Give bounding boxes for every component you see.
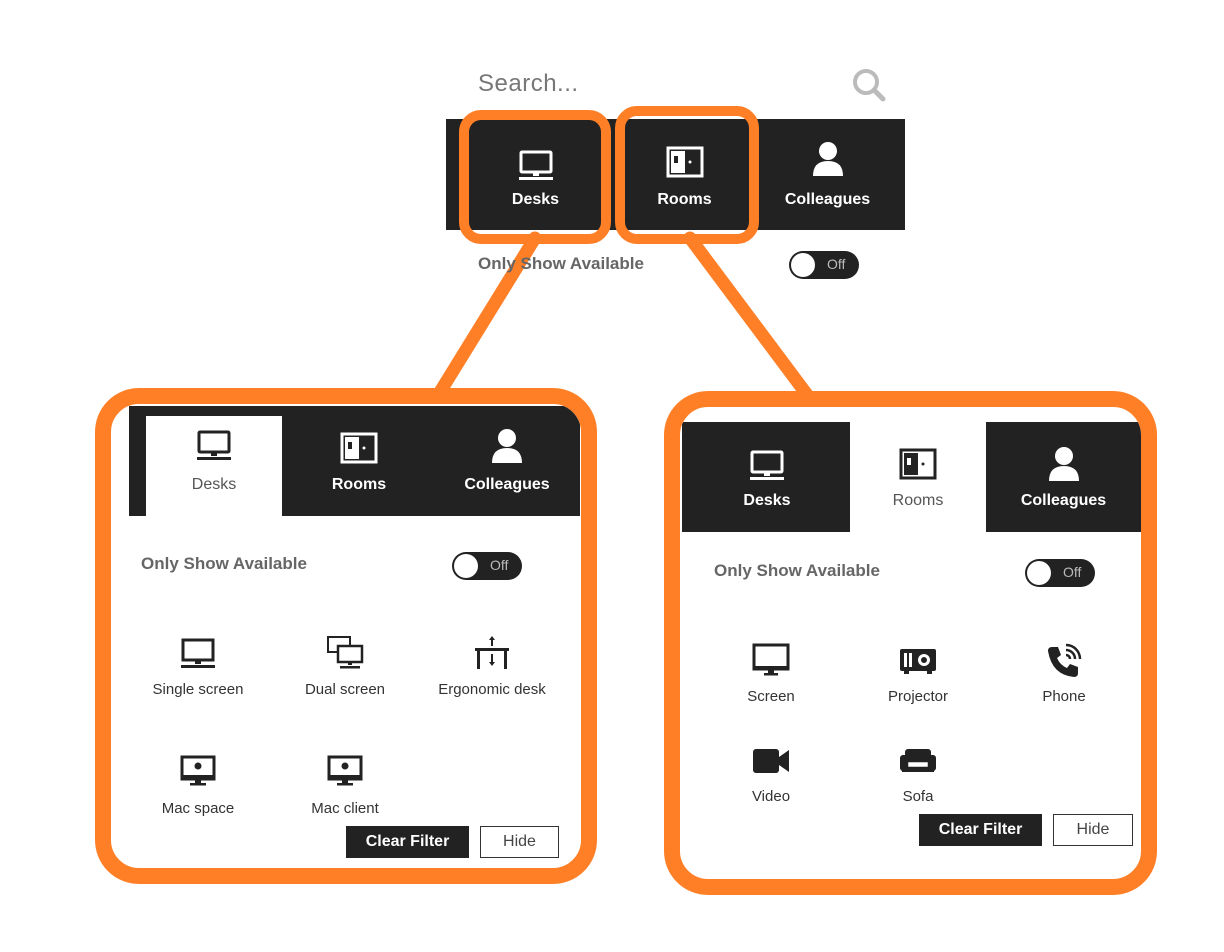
rooms-panel-tab-colleagues[interactable]: Colleagues (986, 422, 1141, 532)
amenity-mac-space[interactable]: Mac space (125, 753, 271, 818)
desks-hide-button[interactable]: Hide (480, 826, 559, 858)
door-icon (340, 432, 378, 464)
only-show-available-label: Only Show Available (478, 254, 644, 273)
rooms-clear-filter-button[interactable]: Clear Filter (919, 814, 1042, 846)
highlight-rooms-tab (615, 106, 759, 244)
rooms-hide-button[interactable]: Hide (1053, 814, 1133, 846)
amenity-sofa[interactable]: Sofa (845, 741, 991, 806)
desks-panel-tab-desks-label: Desks (191, 476, 237, 493)
desks-clear-filter-button[interactable]: Clear Filter (346, 826, 469, 858)
imac-icon (180, 755, 216, 786)
amenity-projector[interactable]: Projector (845, 641, 991, 706)
highlight-desks-tab (459, 110, 611, 244)
amenity-label: Ergonomic desk (438, 681, 546, 698)
amenity-label: Mac space (161, 800, 235, 817)
desks-panel-tab-rooms-label: Rooms (331, 476, 387, 493)
amenity-label: Projector (887, 688, 949, 705)
search-icon[interactable] (852, 68, 886, 102)
amenity-video[interactable]: Video (698, 741, 844, 806)
toggle-state: Off (1063, 564, 1082, 580)
tab-rooms[interactable]: Rooms (626, 128, 743, 221)
imac-icon (327, 755, 363, 786)
monitor-icon (752, 643, 790, 676)
tab-rooms-label: Rooms (657, 191, 712, 208)
person-icon (492, 429, 522, 463)
toggle-state: Off (490, 557, 509, 573)
rooms-only-show-available-toggle[interactable]: Off (1025, 559, 1095, 587)
tab-colleagues[interactable]: Colleagues (769, 128, 886, 221)
person-icon (1048, 447, 1079, 481)
amenity-ergonomic-desk[interactable]: Ergonomic desk (419, 634, 565, 699)
monitor-icon (750, 450, 784, 480)
rooms-only-show-available-label: Only Show Available (714, 561, 880, 580)
amenity-label: Mac client (311, 800, 379, 817)
desks-only-show-available-toggle[interactable]: Off (452, 552, 522, 580)
toggle-state: Off (827, 256, 846, 272)
rooms-panel-tab-rooms-label: Rooms (892, 492, 944, 509)
rooms-filter-panel: Desks Rooms Colleagues Only Show Availab… (664, 391, 1157, 895)
video-camera-icon (753, 749, 789, 773)
monitor-icon (197, 430, 231, 460)
door-icon (666, 146, 703, 178)
rooms-panel-tab-rooms[interactable]: Rooms (850, 422, 986, 532)
desks-filter-panel: Desks Rooms Colleagues Only Show Availab… (95, 388, 597, 884)
monitor-icon (181, 638, 215, 668)
desks-panel-tab-colleagues[interactable]: Colleagues (434, 406, 580, 516)
rooms-panel-tab-colleagues-label: Colleagues (1020, 492, 1107, 509)
desks-panel-tab-desks[interactable]: Desks (146, 416, 282, 516)
rooms-panel-tab-desks[interactable]: Desks (682, 422, 852, 532)
toggle-knob (791, 253, 815, 277)
amenity-dual-screen[interactable]: Dual screen (272, 634, 418, 699)
amenity-label: Sofa (902, 788, 934, 805)
phone-icon (1048, 643, 1082, 677)
amenity-phone[interactable]: Phone (991, 641, 1137, 706)
amenity-label: Dual screen (304, 681, 386, 698)
standing-desk-icon (475, 636, 509, 669)
amenity-screen[interactable]: Screen (698, 641, 844, 706)
desks-panel-tab-colleagues-label: Colleagues (464, 476, 550, 493)
toggle-knob (454, 554, 478, 578)
amenity-label: Phone (1042, 688, 1086, 705)
sofa-icon (900, 749, 936, 772)
amenity-mac-client[interactable]: Mac client (272, 753, 418, 818)
door-icon (899, 448, 937, 480)
amenity-single-screen[interactable]: Single screen (125, 634, 271, 699)
tab-desks-label: Desks (511, 191, 560, 208)
projector-icon (900, 649, 936, 674)
top-tab-bar: Desks Rooms Colleagues (446, 119, 905, 230)
amenity-label: Video (751, 788, 791, 805)
rooms-panel-tab-desks-label: Desks (743, 492, 791, 509)
desks-panel-tab-rooms[interactable]: Rooms (289, 406, 429, 516)
only-show-available-toggle[interactable]: Off (789, 251, 859, 279)
search-input[interactable]: Search... (478, 70, 579, 97)
rooms-panel-tab-bar: Desks Rooms Colleagues (682, 422, 1141, 532)
dual-monitor-icon (327, 636, 364, 669)
desks-panel-tab-bar: Desks Rooms Colleagues (129, 406, 580, 516)
tab-colleagues-label: Colleagues (784, 191, 871, 208)
person-icon (812, 142, 843, 176)
desks-only-show-available-label: Only Show Available (141, 554, 307, 573)
tab-desks[interactable]: Desks (477, 128, 594, 221)
toggle-knob (1027, 561, 1051, 585)
amenity-label: Screen (747, 688, 795, 705)
search-bar[interactable]: Search... (478, 64, 890, 104)
amenity-label: Single screen (152, 681, 244, 698)
monitor-icon (518, 150, 553, 180)
